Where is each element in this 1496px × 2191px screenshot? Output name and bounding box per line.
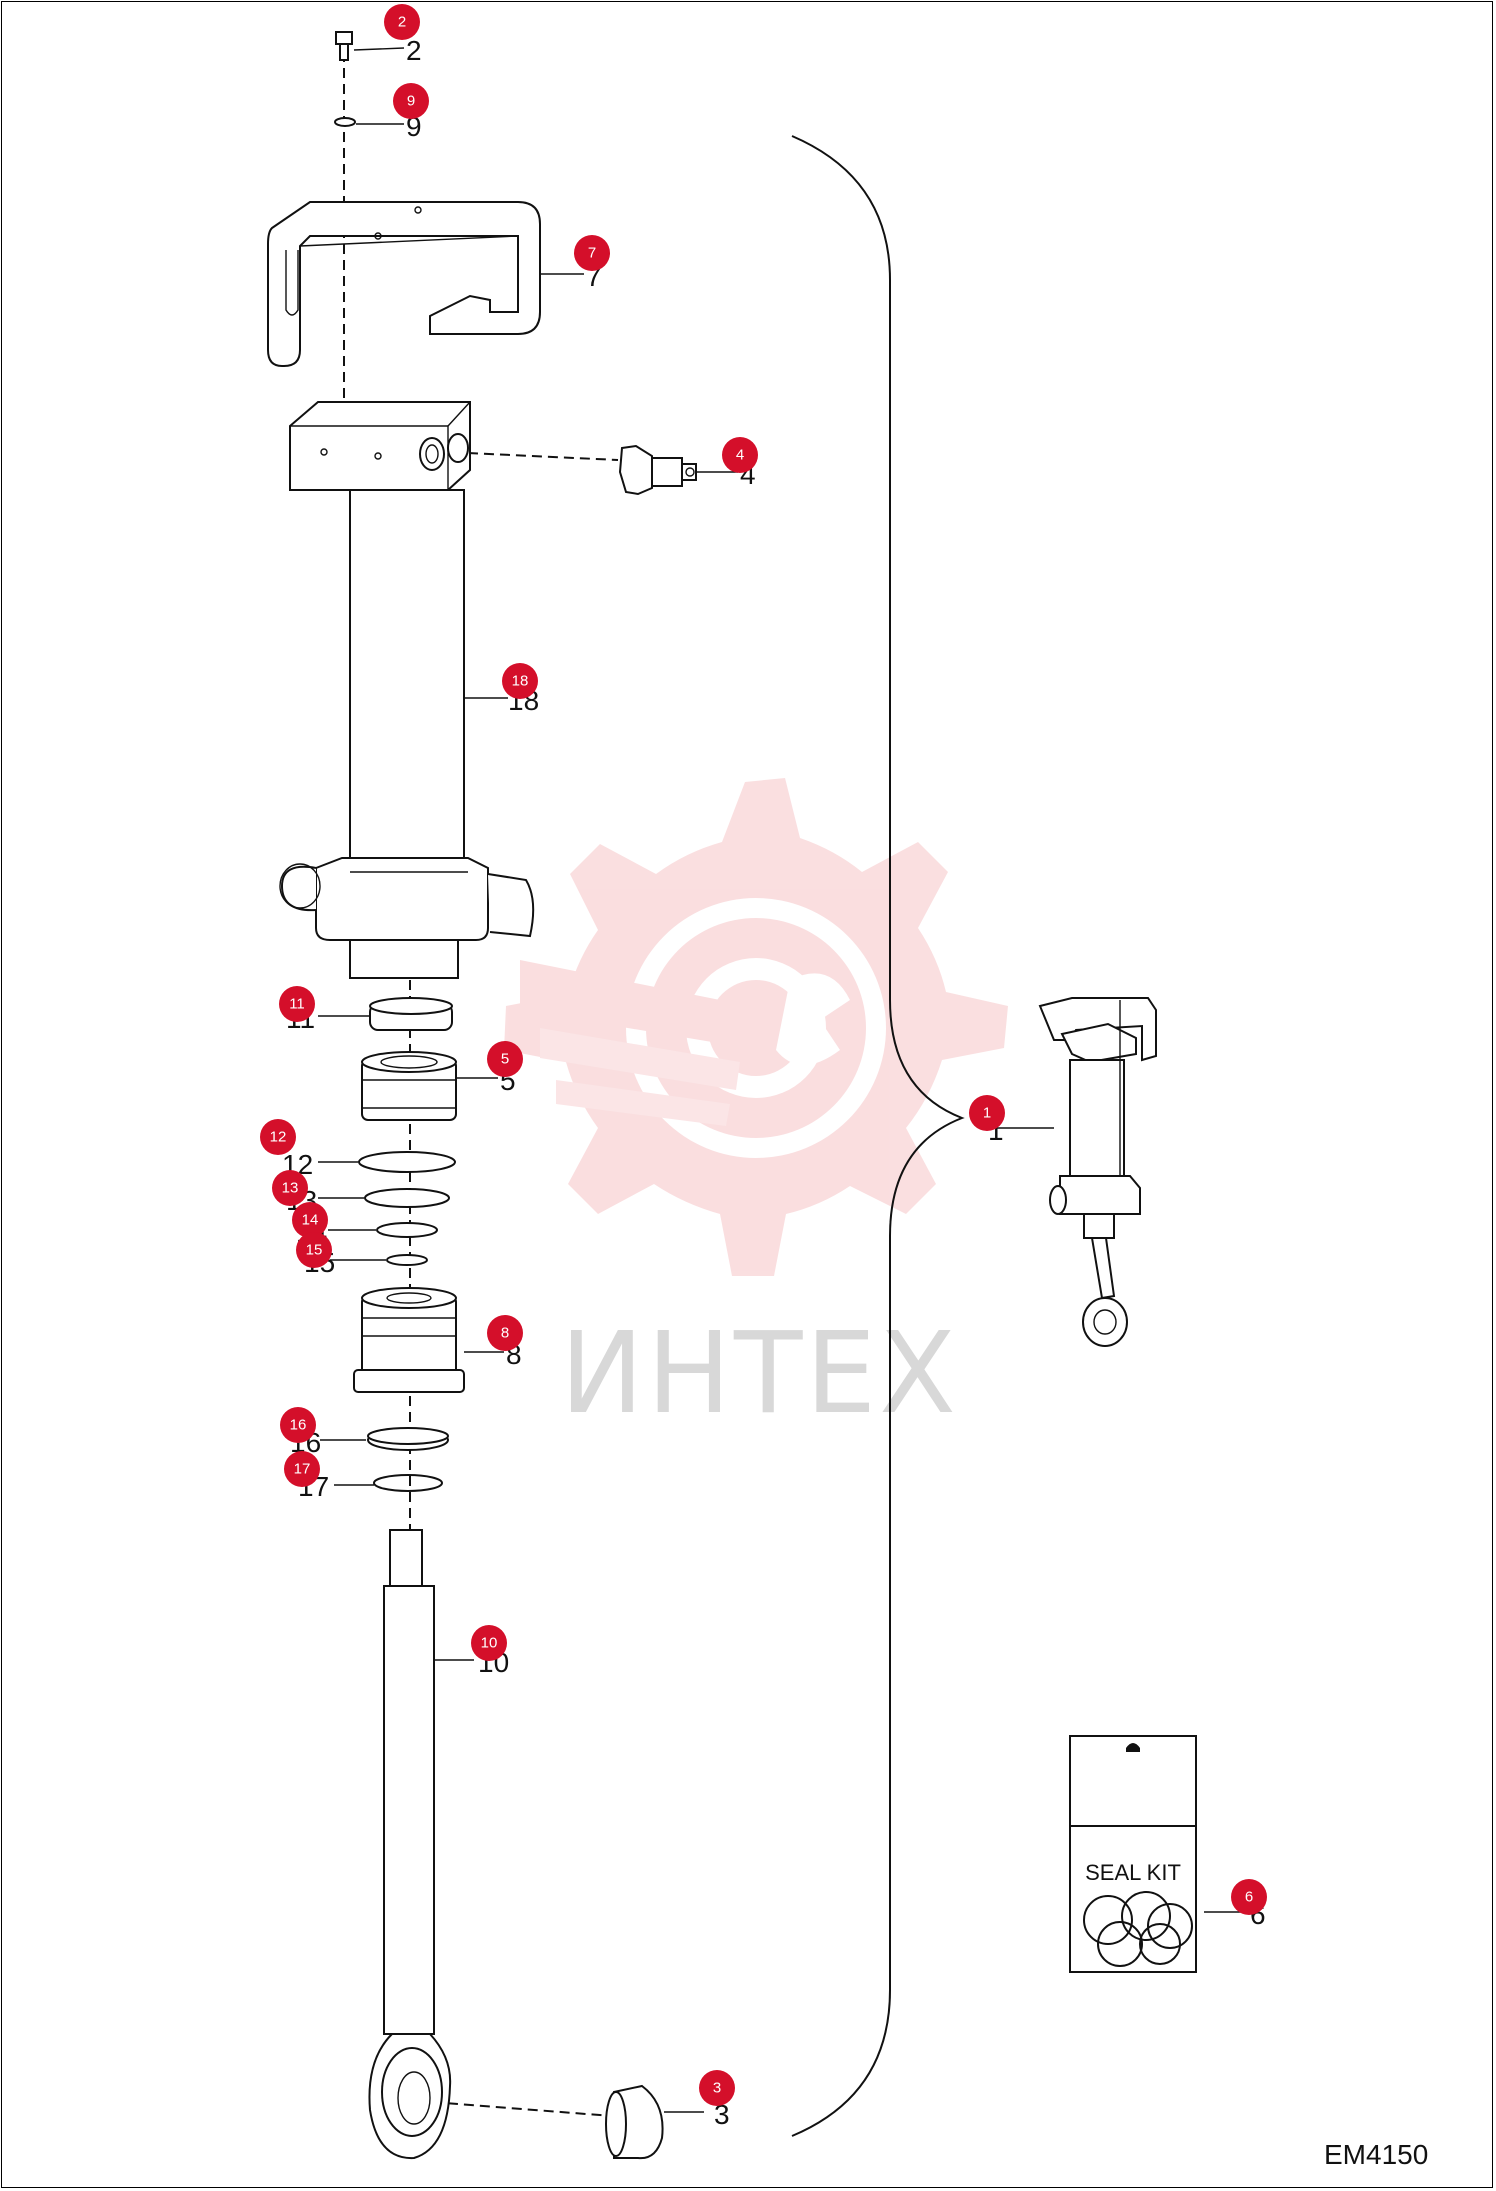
hydraulic-fitting-part xyxy=(618,444,697,496)
svg-text:4: 4 xyxy=(736,447,744,464)
callout-badge-16: 16 xyxy=(280,1407,316,1443)
o-ring-12-part xyxy=(358,1151,456,1173)
callout-badge-15: 15 xyxy=(296,1232,332,1268)
callout-badge-3: 3 xyxy=(699,2070,735,2106)
diagram-code: EM4150 xyxy=(1324,2139,1428,2170)
svg-text:13: 13 xyxy=(282,1180,299,1197)
mounting-bracket-part xyxy=(267,201,541,367)
centerline-fitting xyxy=(467,452,619,461)
watermark-gear-logo xyxy=(504,778,1008,1276)
callout-number-2: 2 xyxy=(406,35,422,66)
callout-number-3: 3 xyxy=(714,2099,730,2130)
cylinder-assembly-thumbnail xyxy=(1038,997,1157,1347)
cylinder-head-part xyxy=(289,401,471,491)
wiper-ring-part xyxy=(369,997,453,1031)
leader-lines xyxy=(318,47,1248,2113)
washer-part xyxy=(334,117,356,127)
svg-text:17: 17 xyxy=(294,1461,311,1478)
svg-text:15: 15 xyxy=(306,1242,323,1259)
callout-badge-5: 5 xyxy=(487,1041,523,1077)
callout-badge-14: 14 xyxy=(292,1202,328,1238)
o-ring-13-part xyxy=(364,1188,450,1208)
svg-text:8: 8 xyxy=(501,1325,509,1342)
callout-badge-11: 11 xyxy=(279,986,315,1022)
svg-text:10: 10 xyxy=(481,1635,498,1652)
seal-kit-part xyxy=(1069,1735,1197,1973)
svg-text:6: 6 xyxy=(1245,1889,1253,1906)
piston-part xyxy=(353,1287,465,1393)
svg-text:7: 7 xyxy=(588,245,596,262)
callout-badge-9: 9 xyxy=(393,83,429,119)
o-ring-14-part xyxy=(376,1222,438,1238)
callout-badge-18: 18 xyxy=(502,663,538,699)
callout-badge-8: 8 xyxy=(487,1315,523,1351)
callout-badge-10: 10 xyxy=(471,1625,507,1661)
centerline-bushing xyxy=(431,2101,613,2117)
bushing-part xyxy=(605,2084,664,2160)
svg-text:1: 1 xyxy=(983,1105,991,1122)
svg-text:14: 14 xyxy=(302,1212,319,1229)
gland-part xyxy=(361,1051,457,1121)
svg-text:12: 12 xyxy=(270,1129,287,1146)
svg-text:11: 11 xyxy=(289,996,305,1013)
watermark-text: ИНТЕХ xyxy=(560,1309,959,1439)
svg-text:16: 16 xyxy=(290,1417,307,1434)
piston-rod-part xyxy=(368,1529,452,2160)
svg-text:5: 5 xyxy=(501,1051,509,1068)
svg-text:9: 9 xyxy=(407,93,415,110)
bolt-part xyxy=(335,31,353,61)
assembly-brace xyxy=(791,135,965,2137)
callout-badge-6: 6 xyxy=(1231,1879,1267,1915)
callout-badge-4: 4 xyxy=(722,437,758,473)
seal-kit-label: SEAL KIT xyxy=(1085,1860,1181,1885)
callout-badge-17: 17 xyxy=(284,1451,320,1487)
svg-text:18: 18 xyxy=(512,673,529,690)
svg-text:3: 3 xyxy=(713,2080,721,2097)
callout-badge-7: 7 xyxy=(574,235,610,271)
o-ring-15-part xyxy=(386,1254,428,1266)
callout-badge-13: 13 xyxy=(272,1170,308,1206)
cylinder-barrel-part xyxy=(279,489,535,979)
callout-badge-12: 12 xyxy=(260,1119,296,1155)
backup-ring-part xyxy=(367,1427,449,1451)
callout-badge-2: 2 xyxy=(384,4,420,40)
callout-badge-1: 1 xyxy=(969,1095,1005,1131)
callout-badges: 2 9 7 4 18 11 5 12 13 14 15 8 16 17 10 1… xyxy=(260,4,1267,2106)
svg-text:2: 2 xyxy=(398,14,406,31)
retaining-ring-part xyxy=(373,1474,443,1492)
